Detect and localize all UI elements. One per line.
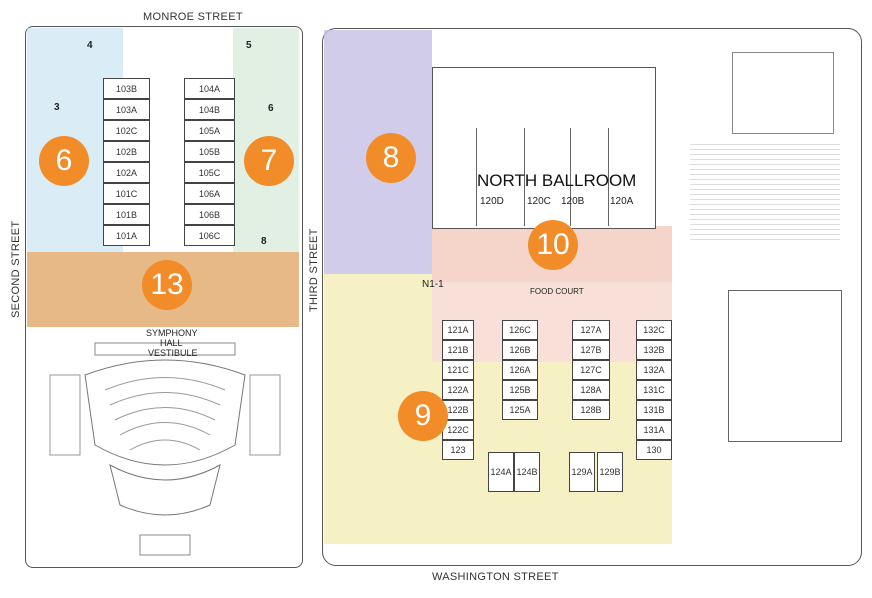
room[interactable]: 127B xyxy=(572,340,610,360)
room[interactable]: 121A xyxy=(442,320,474,340)
room[interactable]: 126C xyxy=(502,320,538,340)
room[interactable]: 106A xyxy=(184,183,235,204)
east-upper-block xyxy=(732,52,834,134)
room[interactable]: 128A xyxy=(572,380,610,400)
n1-1-label: N1-1 xyxy=(422,279,444,290)
food-court-label: FOOD COURT xyxy=(530,287,584,296)
room[interactable]: 105C xyxy=(184,162,235,183)
room[interactable]: 106C xyxy=(184,225,235,246)
room[interactable]: 127C xyxy=(572,360,610,380)
room[interactable]: 103A xyxy=(103,99,150,120)
room[interactable]: 128B xyxy=(572,400,610,420)
room[interactable]: 101B xyxy=(103,204,150,225)
zone-8-badge[interactable]: 8 xyxy=(366,133,416,183)
room[interactable]: 123 xyxy=(442,440,474,460)
room[interactable]: 130 xyxy=(636,440,672,460)
ballroom-divider xyxy=(476,128,477,226)
room[interactable]: 105A xyxy=(184,120,235,141)
room[interactable]: 124B xyxy=(514,452,540,492)
room[interactable]: 131A xyxy=(636,420,672,440)
room[interactable]: 126A xyxy=(502,360,538,380)
ballroom-section-label: 120C xyxy=(527,196,551,207)
room[interactable]: 102A xyxy=(103,162,150,183)
room[interactable]: 132B xyxy=(636,340,672,360)
zone-10-badge[interactable]: 10 xyxy=(528,220,578,270)
room[interactable]: 106B xyxy=(184,204,235,225)
room[interactable]: 121B xyxy=(442,340,474,360)
west-label-4: 4 xyxy=(87,40,93,51)
second-street-label: SECOND STREET xyxy=(10,220,22,318)
room[interactable]: 127A xyxy=(572,320,610,340)
room[interactable]: 105B xyxy=(184,141,235,162)
symphony-label-2: HALL xyxy=(160,338,183,348)
room[interactable]: 104B xyxy=(184,99,235,120)
west-label-5: 5 xyxy=(246,40,252,51)
room[interactable]: 101A xyxy=(103,225,150,246)
room[interactable]: 102C xyxy=(103,120,150,141)
room[interactable]: 132C xyxy=(636,320,672,340)
north-ballroom-outline xyxy=(432,67,656,229)
zone-9-badge[interactable]: 9 xyxy=(398,391,448,441)
west-label-8: 8 xyxy=(261,236,267,247)
monroe-street-label: MONROE STREET xyxy=(143,11,243,23)
third-street-label: THIRD STREET xyxy=(308,228,320,312)
room[interactable]: 102B xyxy=(103,141,150,162)
east-dock-area xyxy=(690,140,840,240)
east-large-hall xyxy=(728,290,842,442)
symphony-label-1: SYMPHONY xyxy=(146,328,198,338)
room[interactable]: 103B xyxy=(103,78,150,99)
washington-street-label: WASHINGTON STREET xyxy=(432,571,559,583)
north-ballroom-title: NORTH BALLROOM xyxy=(477,171,637,190)
room[interactable]: 129A xyxy=(569,452,595,492)
west-label-6: 6 xyxy=(268,103,274,114)
symphony-hall-seating xyxy=(49,342,281,556)
ballroom-divider xyxy=(524,128,525,226)
west-label-3: 3 xyxy=(54,102,60,113)
room[interactable]: 131B xyxy=(636,400,672,420)
ballroom-section-label: 120B xyxy=(561,196,585,207)
room[interactable]: 104A xyxy=(184,78,235,99)
room[interactable]: 125B xyxy=(502,380,538,400)
room[interactable]: 124A xyxy=(488,452,514,492)
room[interactable]: 125A xyxy=(502,400,538,420)
ballroom-divider xyxy=(608,128,609,226)
room[interactable]: 131C xyxy=(636,380,672,400)
room[interactable]: 126B xyxy=(502,340,538,360)
zone-13-badge[interactable]: 13 xyxy=(142,260,192,310)
zone-7-badge[interactable]: 7 xyxy=(244,136,294,186)
ballroom-section-label: 120A xyxy=(610,196,634,207)
ballroom-section-label: 120D xyxy=(480,196,504,207)
ballroom-divider xyxy=(570,128,571,226)
room[interactable]: 122A xyxy=(442,380,474,400)
room[interactable]: 121C xyxy=(442,360,474,380)
zone-6-badge[interactable]: 6 xyxy=(39,136,89,186)
room[interactable]: 101C xyxy=(103,183,150,204)
room[interactable]: 132A xyxy=(636,360,672,380)
room[interactable]: 129B xyxy=(597,452,623,492)
symphony-label-3: VESTIBULE xyxy=(148,348,198,358)
